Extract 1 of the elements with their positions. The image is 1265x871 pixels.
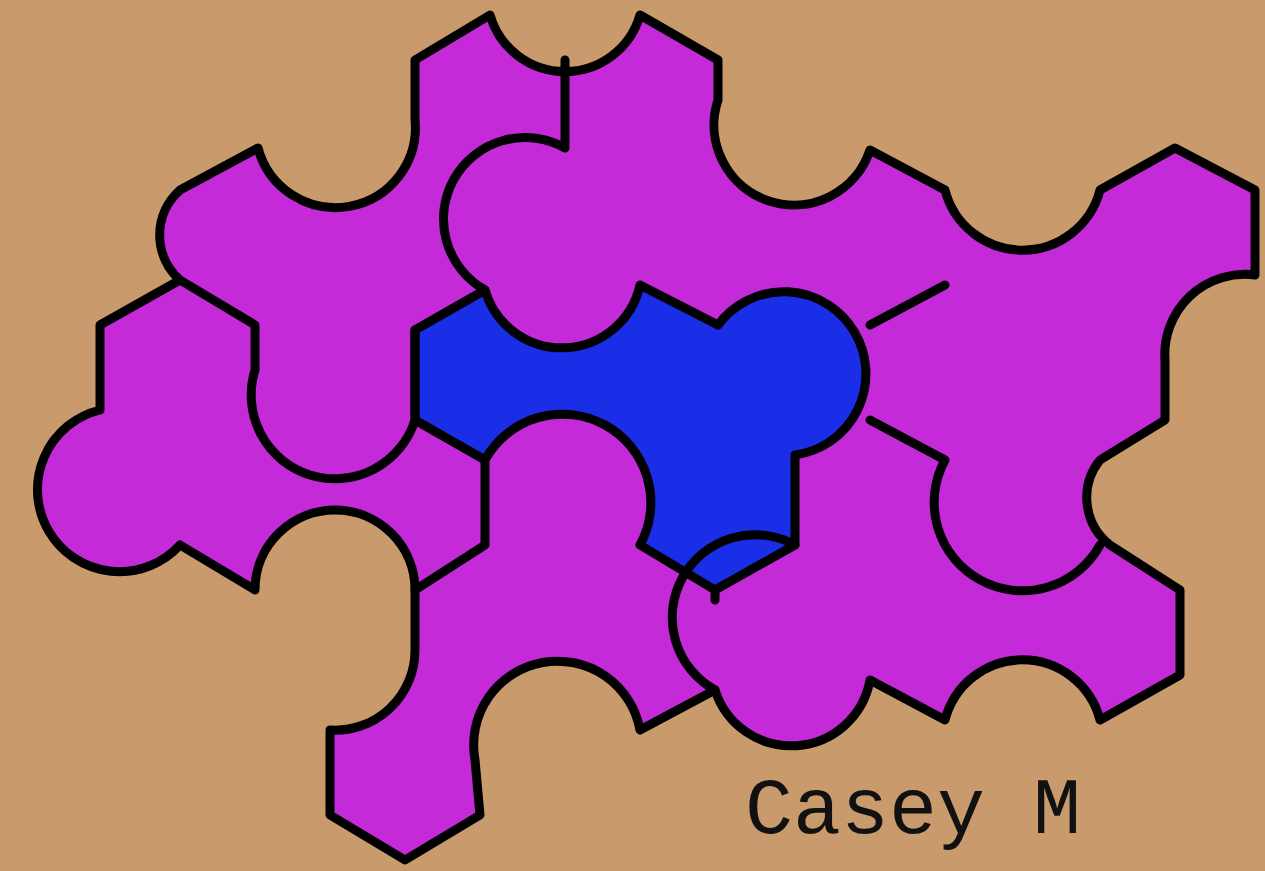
author-name: Casey M [745, 772, 1082, 852]
